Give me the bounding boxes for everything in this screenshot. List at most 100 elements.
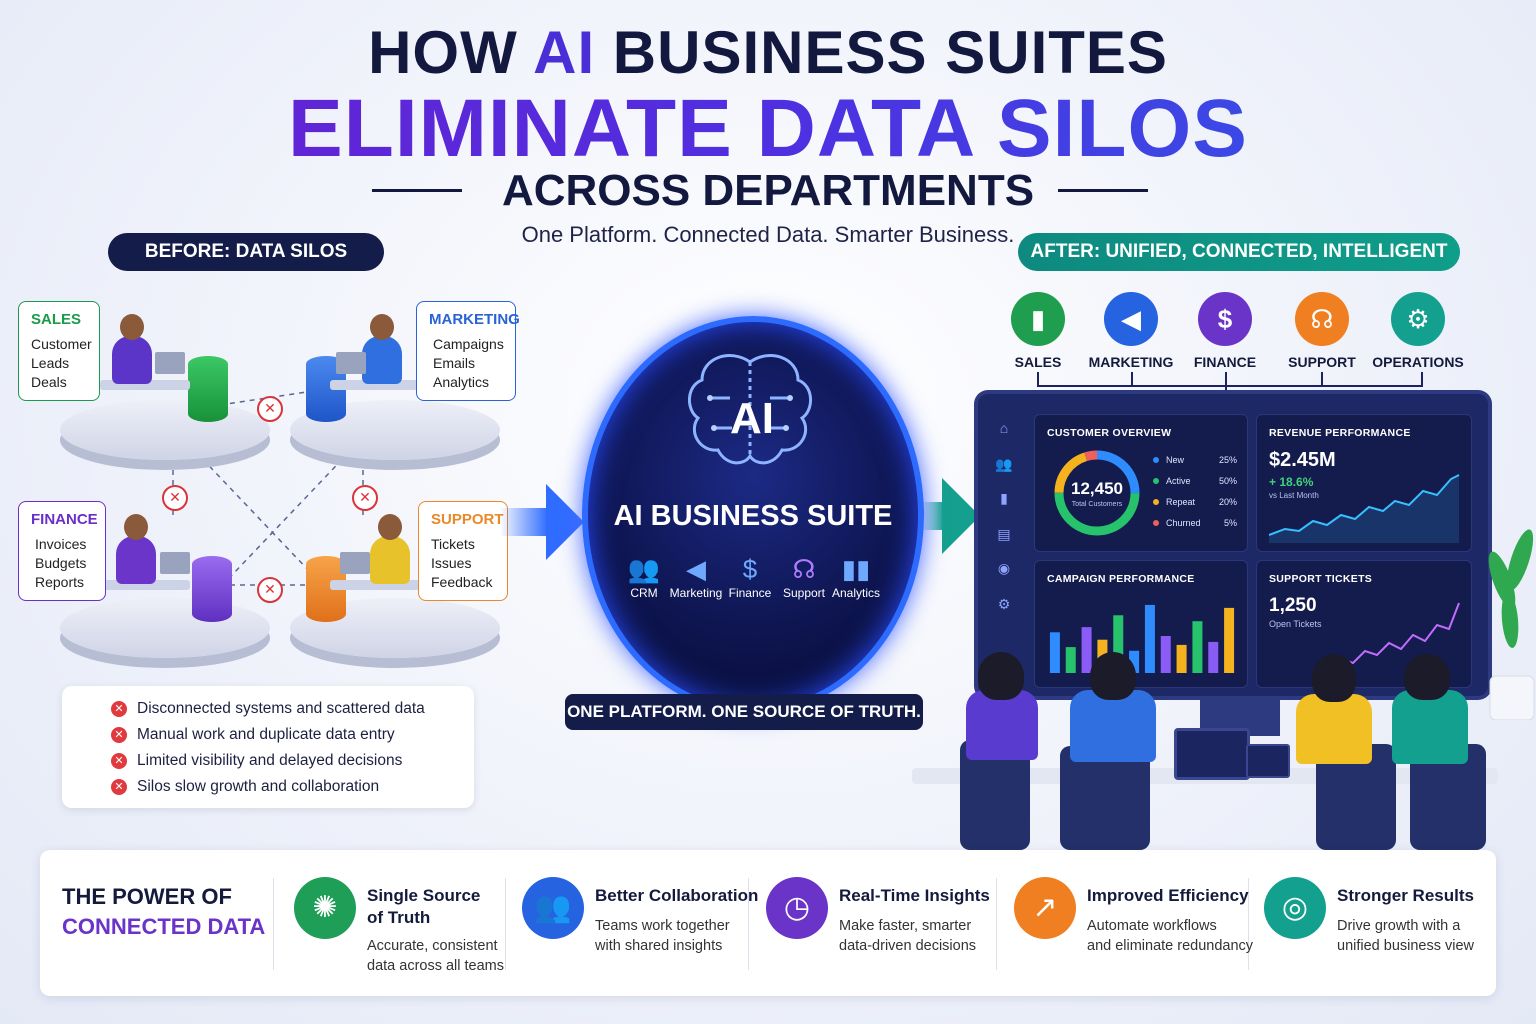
revenue-change: + 18.6% xyxy=(1269,475,1314,489)
chair xyxy=(1060,746,1150,850)
legend-dot xyxy=(1153,478,1159,484)
department-label-finance: FINANCE xyxy=(1193,354,1257,370)
ai-brain-icon xyxy=(688,354,812,465)
team-member-hair xyxy=(1090,652,1136,700)
sales-card: SALES Customer Leads Deals xyxy=(18,301,100,401)
marketing-worker-head xyxy=(370,314,394,340)
users-icon[interactable]: 👥 xyxy=(995,456,1013,472)
tablet-icon xyxy=(1246,744,1290,778)
panel-title: REVENUE PERFORMANCE xyxy=(1269,427,1411,439)
team-member xyxy=(1296,694,1372,764)
donut-slice xyxy=(1054,450,1140,536)
department-label-support: SUPPORT xyxy=(1288,354,1356,370)
campaign-bar xyxy=(1081,627,1092,673)
finance-database-icon xyxy=(192,556,232,622)
ai-suite-circle xyxy=(582,316,924,714)
after-pill: AFTER: UNIFIED, CONNECTED, INTELLIGENT xyxy=(1018,233,1460,271)
marketing-desk xyxy=(330,380,420,390)
problem-item: ✕Manual work and duplicate data entry xyxy=(111,726,395,744)
module-support: ☊Support xyxy=(774,552,834,600)
marketing-card: MARKETING Campaigns Emails Analytics xyxy=(416,301,520,401)
legend-label: Active xyxy=(1166,476,1191,486)
finance-worker xyxy=(116,536,156,584)
before-pill: BEFORE: DATA SILOS xyxy=(108,233,384,271)
benefit-description: Accurate, consistent xyxy=(367,938,498,954)
legend-value: 25% xyxy=(1218,455,1237,465)
revenue-change-label: vs Last Month xyxy=(1269,491,1319,500)
gear-icon: ⚙ xyxy=(1391,292,1445,346)
panel-title: SUPPORT TICKETS xyxy=(1269,573,1373,585)
campaign-bar-chart xyxy=(1049,604,1235,673)
campaign-bar xyxy=(1192,621,1203,673)
benefit-description: Teams work together xyxy=(595,918,730,934)
benefit-title: Single Source xyxy=(367,886,481,905)
finance-desk xyxy=(100,580,190,590)
title-line-3: ACROSS DEPARTMENTS xyxy=(501,166,1035,215)
campaign-bar xyxy=(1176,644,1187,673)
finance-card: FINANCE Invoices Budgets Reports xyxy=(18,501,106,601)
campaign-bar xyxy=(1113,615,1124,673)
campaign-bar xyxy=(1160,636,1171,673)
benefit-description: data-driven decisions xyxy=(839,938,977,954)
support-card: SUPPORT Tickets Issues Feedback xyxy=(418,501,508,601)
total-customers-label: Total Customers xyxy=(1071,501,1123,508)
team-member xyxy=(1392,690,1468,764)
support-tickets-value: 1,250 xyxy=(1269,595,1317,616)
total-customers-value: 12,450 xyxy=(1071,479,1123,498)
bar-chart-icon: ▮▮ xyxy=(841,554,871,584)
x-circle-icon: ✕ xyxy=(111,701,127,717)
legend-label: New xyxy=(1166,455,1185,465)
campaign-bar xyxy=(1208,641,1219,673)
legend-label: Churned xyxy=(1166,518,1201,528)
support-laptop-icon xyxy=(340,552,370,574)
team-member-hair xyxy=(1404,654,1450,700)
legend-dot xyxy=(1153,499,1159,505)
team-icon: 👥 xyxy=(522,877,584,939)
benefits-bar xyxy=(40,850,1496,996)
benefit-description: Drive growth with a xyxy=(1337,918,1461,934)
sales-platform xyxy=(60,400,270,460)
marketing-laptop-icon xyxy=(336,352,366,374)
network-icon: ✺ xyxy=(294,877,356,939)
dollar-icon: $ xyxy=(742,554,758,584)
panel-title: CUSTOMER OVERVIEW xyxy=(1047,427,1172,439)
support-tickets-label: Open Tickets xyxy=(1269,619,1322,629)
benefit-description: Automate workflows xyxy=(1087,918,1217,934)
clipboard-icon[interactable]: ▤ xyxy=(997,526,1011,542)
laptop-icon xyxy=(1174,728,1250,780)
source-of-truth-banner: ONE PLATFORM. ONE SOURCE OF TRUTH. xyxy=(565,694,923,730)
team-member-hair xyxy=(1312,654,1356,702)
team-member xyxy=(1070,690,1156,762)
benefit-description: unified business view xyxy=(1337,938,1475,954)
department-connector-lines xyxy=(1037,372,1423,394)
benefit-title: Stronger Results xyxy=(1337,886,1474,905)
camera-icon[interactable]: ◉ xyxy=(997,560,1011,576)
department-label-marketing: MARKETING xyxy=(1088,354,1174,370)
module-finance: $Finance xyxy=(720,552,780,600)
legend-dot xyxy=(1153,457,1159,463)
benefit-title: Improved Efficiency xyxy=(1087,886,1249,905)
megaphone-icon: ◀ xyxy=(686,554,706,584)
benefit-description: Make faster, smarter xyxy=(839,918,972,934)
x-circle-icon: ✕ xyxy=(111,727,127,743)
benefit-separator xyxy=(996,878,997,970)
chart-icon[interactable]: ▮ xyxy=(1000,490,1008,506)
megaphone-icon: ◀ xyxy=(1104,292,1158,346)
tagline: One Platform. Connected Data. Smarter Bu… xyxy=(521,222,1015,247)
customer-overview-panel: CUSTOMER OVERVIEW 12,450 Total Customers… xyxy=(1034,414,1248,552)
home-icon[interactable]: ⌂ xyxy=(999,420,1009,436)
ai-modules: 👥CRM ◀Marketing $Finance ☊Support ▮▮Anal… xyxy=(612,552,892,612)
disconnected-x-icon: ✕ xyxy=(257,577,283,603)
benefit-title: Real-Time Insights xyxy=(839,886,990,905)
campaign-bar xyxy=(1144,604,1155,673)
legend-item: New 25% xyxy=(1153,455,1237,465)
revenue-value: $2.45M xyxy=(1269,449,1336,471)
marketing-worker xyxy=(362,336,402,384)
ai-suite-title: AI BUSINESS SUITE xyxy=(613,500,893,532)
settings-icon[interactable]: ⚙ xyxy=(997,596,1011,612)
department-label-operations: OPERATIONS xyxy=(1372,354,1464,370)
problem-item: ✕Silos slow growth and collaboration xyxy=(111,778,379,796)
sales-worker-head xyxy=(120,314,144,340)
team-icon: 👥 xyxy=(627,554,661,584)
